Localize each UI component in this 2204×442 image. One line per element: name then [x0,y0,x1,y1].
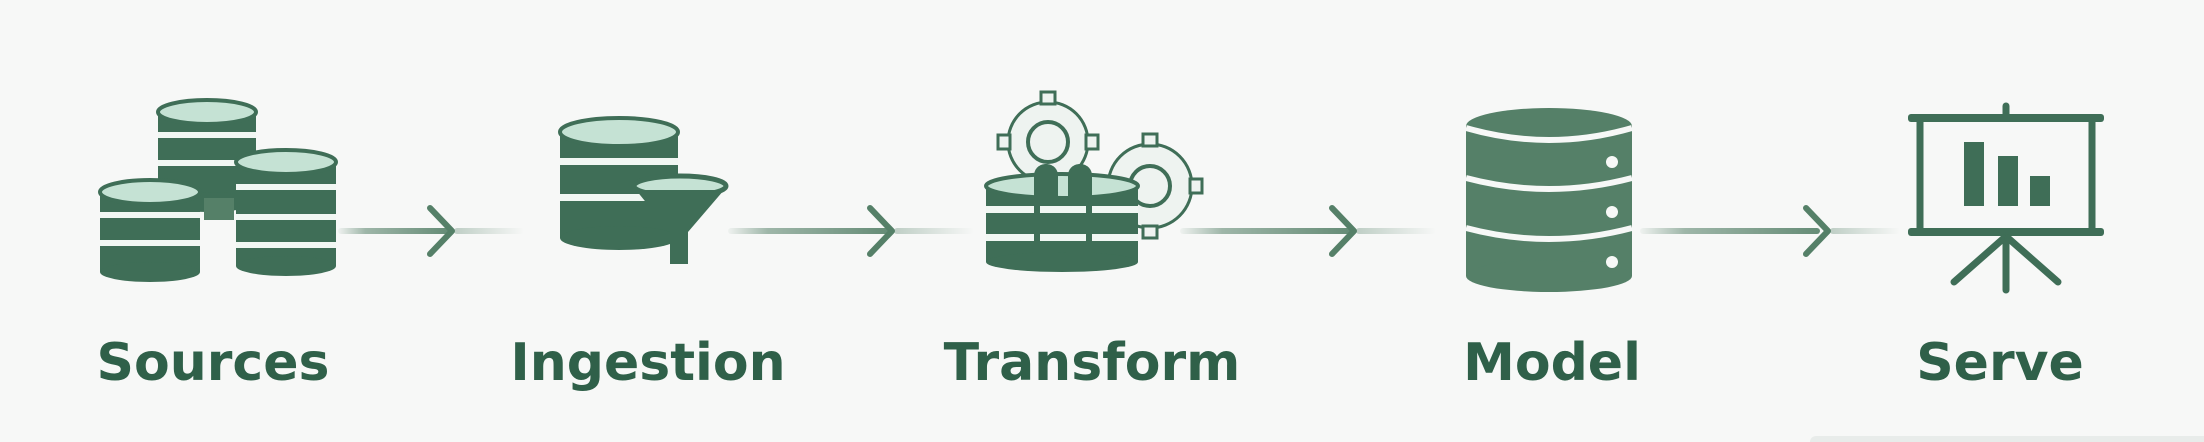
stage-label-model: Model [1463,333,1641,393]
stage-label-serve: Serve [1916,333,2084,393]
database-gears-icon [984,90,1204,272]
stage-label-sources: Sources [96,333,330,393]
connector-arrow-3 [1180,205,1436,257]
connector-arrow-2 [728,205,974,257]
presentation-chart-icon [1908,102,2104,294]
stage-label-transform: Transform [943,333,1241,393]
database-filter-icon [558,116,729,264]
bottom-edge-strip [1810,436,2204,442]
database-stack-icon [98,98,338,282]
database-server-icon [1465,108,1633,292]
connector-arrow-4 [1640,205,1900,257]
connector-arrow-1 [338,205,524,257]
stage-label-ingestion: Ingestion [510,333,786,393]
